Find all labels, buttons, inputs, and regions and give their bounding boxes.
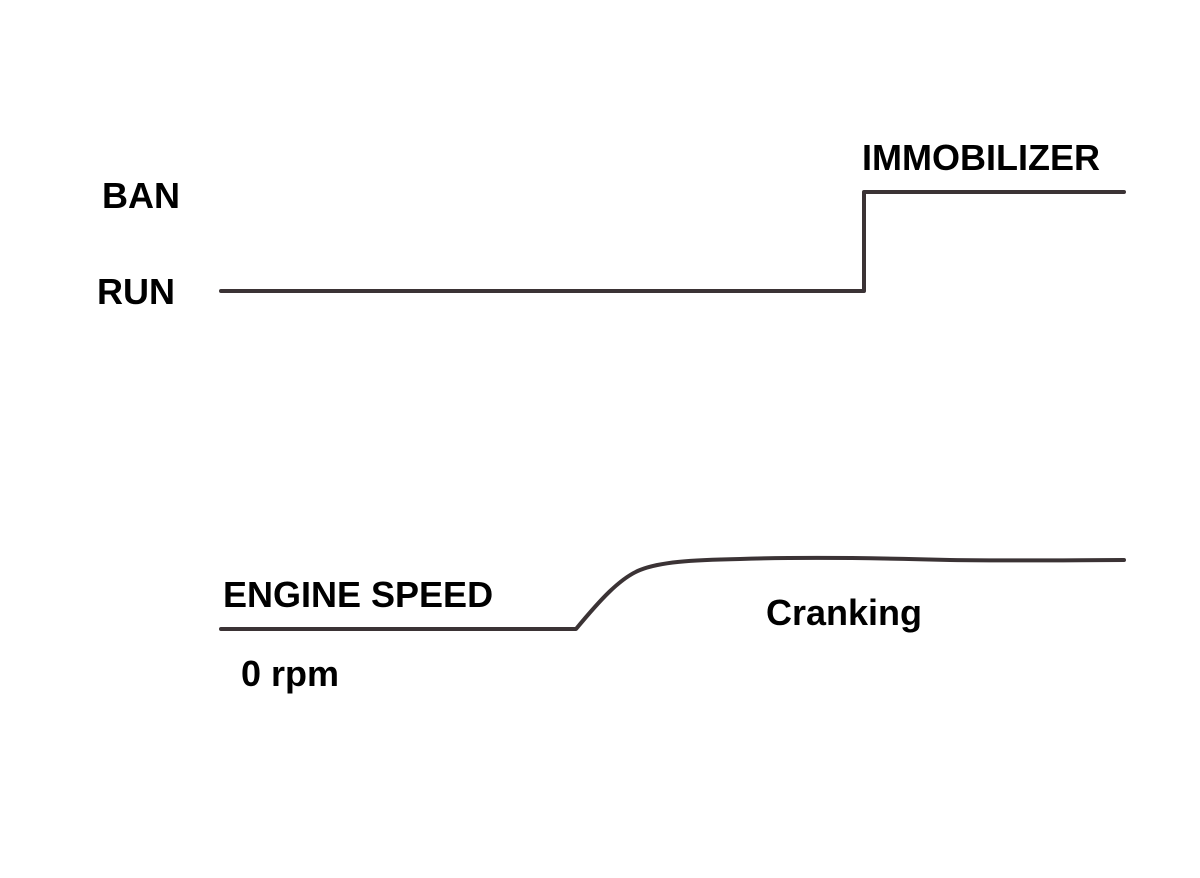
immobilizer-waveform (219, 190, 1126, 293)
zero-rpm-label: 0 rpm (241, 653, 339, 694)
run-level-label: RUN (97, 271, 175, 312)
engine-speed-signal: ENGINE SPEED 0 rpm Cranking (219, 555, 1126, 694)
cranking-label: Cranking (766, 592, 922, 633)
ban-level-label: BAN (102, 175, 180, 216)
engine-speed-label: ENGINE SPEED (223, 574, 493, 615)
immobilizer-signal: IMMOBILIZER BAN RUN (97, 137, 1126, 312)
engine-speed-waveform (219, 555, 1126, 631)
immobilizer-label: IMMOBILIZER (862, 137, 1100, 178)
